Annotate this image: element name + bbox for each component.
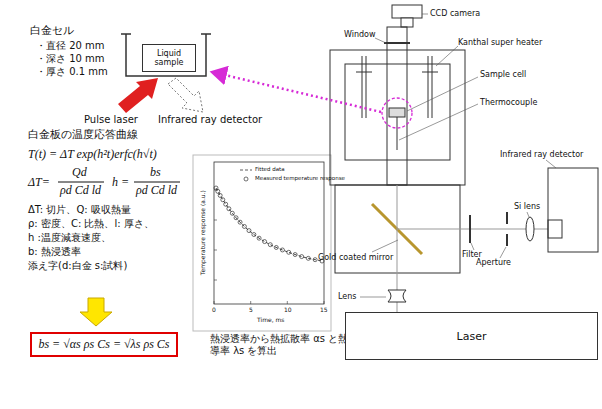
label: Sample cell — [480, 70, 526, 80]
ir-beam — [397, 229, 548, 230]
data-point — [247, 229, 251, 233]
label: Lens — [338, 292, 356, 302]
data-point — [287, 250, 291, 254]
label: ・直径 20 mm — [36, 40, 105, 52]
aperture — [506, 212, 508, 246]
label: h :温度減衰速度、 — [28, 232, 111, 244]
label: ・深さ 10 mm — [36, 53, 105, 65]
data-point — [216, 189, 220, 193]
label: CCD camera — [430, 9, 480, 19]
sample-cell — [389, 108, 405, 117]
label: ρd Cd ld — [136, 183, 177, 197]
result-formula: bs = √αs ρs Cs = √λs ρs Cs — [30, 332, 178, 357]
label: ΔT= — [28, 175, 50, 189]
label: 15 — [320, 306, 328, 313]
label: 白金板の温度応答曲線 — [28, 128, 138, 141]
data-point — [252, 233, 256, 237]
label: h = — [112, 175, 129, 189]
zoom-arrow — [212, 72, 381, 112]
cell-outline — [126, 34, 206, 76]
label: Si lens — [514, 202, 540, 212]
label: Window — [344, 30, 376, 40]
measured-points — [214, 186, 324, 263]
label: Infrared ray detector — [158, 114, 262, 126]
label: 5 — [249, 306, 253, 313]
thermocouple — [397, 117, 398, 150]
label: ρd Cd ld — [60, 183, 101, 197]
furnace-inner — [345, 64, 450, 160]
ccd-camera — [392, 5, 422, 18]
data-point — [313, 258, 317, 262]
data-point — [306, 256, 310, 260]
legend-dot-sample — [244, 177, 248, 181]
label: ρ: 密度、C: 比熱、l: 厚さ、 — [28, 218, 154, 230]
plot-area — [214, 162, 324, 304]
laser-box: Laser — [345, 312, 598, 360]
sight-tube — [387, 27, 407, 185]
data-point — [263, 240, 267, 244]
data-point — [274, 245, 278, 249]
label: 10 — [284, 306, 292, 313]
kanthal-heater — [356, 56, 438, 118]
legend-text: Measured temperature response — [255, 175, 345, 182]
si-lens — [526, 217, 534, 241]
label: 白金セル — [30, 24, 74, 37]
detector-window — [548, 220, 562, 238]
camera-lens — [401, 18, 413, 27]
label: Time, ms — [257, 316, 284, 323]
beam — [397, 185, 398, 229]
data-point — [218, 193, 222, 197]
label: ・厚さ 0.1 mm — [36, 66, 108, 78]
label: Kanthal super heater — [458, 38, 542, 48]
highlight-circle — [382, 98, 412, 128]
furnace — [330, 50, 465, 185]
label: ΔT: 切片、Q: 吸収熱量 — [28, 204, 131, 216]
filter — [469, 215, 471, 243]
legend-line-sample — [240, 170, 252, 171]
label: Pulse laser — [84, 114, 138, 126]
legend-text: Fitted data — [255, 166, 285, 173]
label: Qd — [72, 165, 87, 179]
label: Thermocouple — [480, 98, 537, 108]
label: Temperature response (a.u.) — [199, 190, 206, 275]
label: b: 熱浸透率 — [28, 246, 81, 258]
detector-arrow — [168, 78, 203, 112]
fraction-bar — [58, 182, 104, 183]
data-point — [227, 207, 231, 211]
ticks — [214, 190, 324, 304]
data-point — [293, 253, 297, 257]
label: 0 — [212, 306, 216, 313]
data-point — [300, 255, 304, 259]
label: bs — [150, 165, 161, 179]
label: Gold coated mirror — [318, 253, 393, 263]
data-point — [230, 211, 234, 215]
label: 熱浸透率から熱拡散率 αs と熱伝導率 λs を算出 — [210, 333, 360, 357]
label: T(t) = ΔT exp(h²t)erfc(h√t) — [28, 147, 157, 161]
data-point — [224, 202, 228, 206]
label: Aperture — [476, 258, 511, 268]
data-point — [268, 243, 272, 247]
data-point — [280, 248, 284, 252]
data-point — [221, 198, 225, 202]
data-point — [242, 224, 246, 228]
cell-rim — [121, 33, 211, 35]
label: 添え字(d:白金 s:試料) — [28, 260, 127, 272]
data-point — [238, 220, 242, 224]
lens — [388, 290, 406, 302]
label: Infrared ray detector — [500, 150, 583, 160]
liquid-sample: Liquid sample — [142, 44, 196, 72]
window — [384, 42, 410, 44]
ir-detector — [548, 168, 598, 252]
fraction-bar — [134, 182, 180, 183]
pulse-laser-arrow — [118, 78, 158, 113]
node-text: Liquid sample — [143, 49, 195, 67]
node-text: Laser — [457, 330, 487, 343]
chart-frame — [193, 155, 331, 331]
data-point — [234, 216, 238, 220]
node-text: bs = √αs ρs Cs = √λs ρs Cs — [38, 337, 169, 352]
down-arrow — [80, 298, 112, 326]
fitted-curve — [216, 188, 322, 261]
data-point — [257, 236, 261, 240]
